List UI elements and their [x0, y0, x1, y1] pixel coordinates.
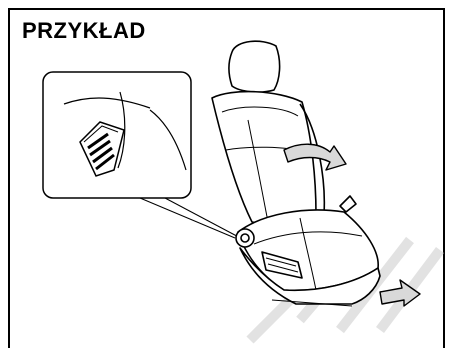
car-seat [212, 41, 380, 306]
headrest [229, 41, 280, 92]
